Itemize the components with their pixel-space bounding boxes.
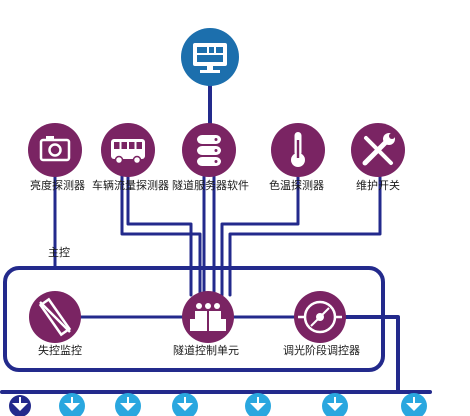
- sensor-node-3: [271, 123, 325, 177]
- lamp-icon: [64, 397, 80, 411]
- lamp-node-2: [115, 393, 141, 416]
- label-dimmer-controller: 调光阶段调控器: [283, 344, 360, 357]
- lamp-icon: [177, 397, 193, 411]
- lamp-icon: [250, 397, 266, 411]
- lamp-icon: [12, 397, 28, 411]
- tools-icon: [362, 133, 395, 166]
- lamp-icon: [120, 397, 136, 411]
- wire-traffic-to-unit-a: [126, 168, 193, 297]
- label-color-temp-detector: 色温探测器: [269, 179, 324, 192]
- monitor-icon: [193, 43, 227, 73]
- top-monitor-node: [181, 28, 239, 86]
- database-icon: [197, 135, 221, 166]
- control-unit-icon: [190, 303, 226, 331]
- label-tunnel-server-software: 隧道服务器软件: [172, 179, 249, 192]
- wire-switch-to-unit: [228, 168, 382, 297]
- sensor-node-1: [101, 123, 155, 177]
- lamp-node-5: [322, 393, 348, 416]
- label-maintenance-switch: 维护开关: [356, 179, 400, 192]
- label-tunnel-control-unit: 隧道控制单元: [173, 344, 239, 357]
- wire-colortemp-to-unit: [220, 168, 300, 297]
- bus-icon: [111, 139, 145, 165]
- sensor-node-2: [182, 123, 236, 177]
- control-node-2: [294, 291, 346, 343]
- lamp-icon: [406, 397, 422, 411]
- camera-icon: [39, 136, 71, 162]
- label-failure-monitor: 失控监控: [38, 344, 82, 357]
- lamp-node-0: [9, 395, 31, 416]
- label-brightness-detector: 亮度探测器: [30, 179, 85, 192]
- control-node-0: [29, 291, 81, 343]
- lamp-node-6: [401, 393, 427, 416]
- wire-dimmer-to-bus: [324, 315, 400, 394]
- sensor-node-0: [28, 123, 82, 177]
- thermometer-icon: [291, 132, 305, 167]
- label-main-control: 主控: [48, 246, 70, 259]
- lamp-node-1: [59, 393, 85, 416]
- control-node-1: [182, 291, 234, 343]
- wire-traffic-to-unit-b: [120, 168, 202, 297]
- dimmer-icon: [298, 300, 342, 334]
- lamp-node-3: [172, 393, 198, 416]
- sensor-node-4: [351, 123, 405, 177]
- failure-monitor-icon: [38, 297, 72, 337]
- lamp-icon: [327, 397, 343, 411]
- diagram-nodes: [9, 28, 427, 416]
- lamp-node-4: [245, 393, 271, 416]
- label-traffic-flow-detector: 车辆流量探测器: [92, 179, 169, 192]
